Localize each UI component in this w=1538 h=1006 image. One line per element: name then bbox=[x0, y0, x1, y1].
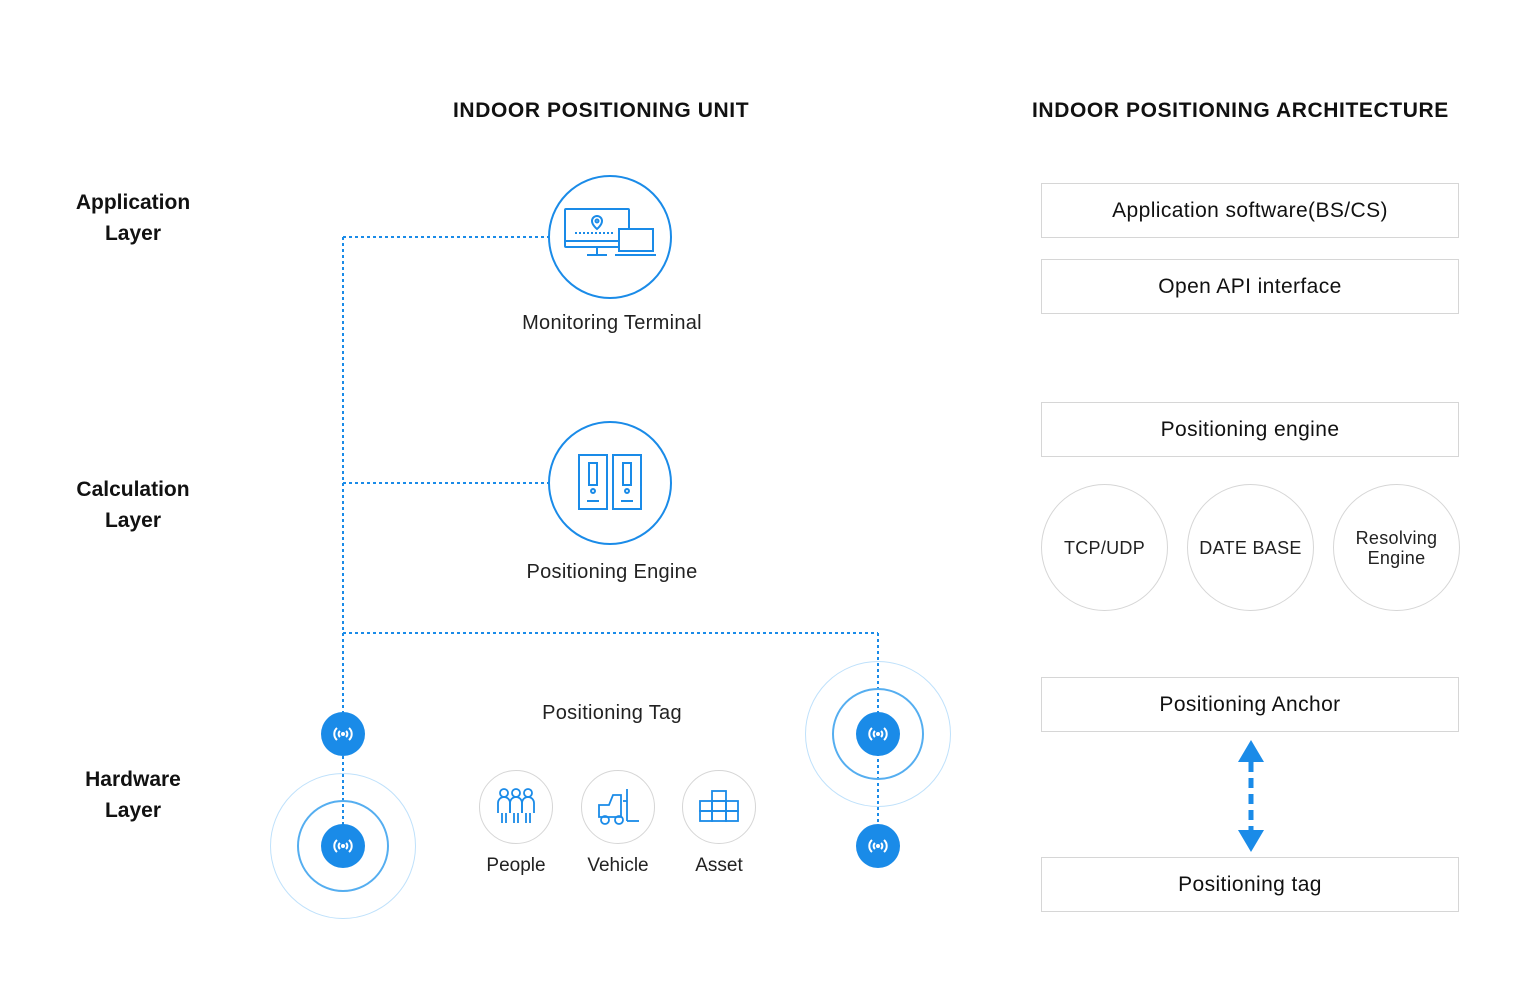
signal-ring-outer bbox=[270, 773, 416, 919]
monitoring-terminal-circle bbox=[548, 175, 672, 299]
application-layer-label-line2: Layer bbox=[104, 222, 162, 245]
arch-open-api-label: Open API interface bbox=[1158, 274, 1342, 298]
hardware-layer-label-line1: Hardware bbox=[85, 768, 181, 791]
arch-application-software-label: Application software(BS/CS) bbox=[1112, 198, 1388, 222]
forklift-icon bbox=[598, 789, 639, 825]
arch-positioning-engine: Positioning engine bbox=[1041, 402, 1459, 457]
positioning-tag-caption: Positioning Tag bbox=[542, 702, 682, 724]
signal-ring-inner bbox=[832, 688, 924, 780]
arch-positioning-engine-label: Positioning engine bbox=[1160, 417, 1340, 441]
people-icon bbox=[497, 788, 535, 823]
arch-application-software: Application software(BS/CS) bbox=[1041, 183, 1459, 238]
monitoring-terminal-caption: Monitoring Terminal bbox=[522, 312, 702, 334]
arch-resolving-engine-line1: Resolving bbox=[1355, 527, 1438, 548]
monitor-icon bbox=[564, 208, 656, 256]
arch-resolving-engine-circle: Resolving Engine bbox=[1333, 484, 1460, 611]
arch-database-circle: DATE BASE bbox=[1187, 484, 1314, 611]
bidirectional-arrow-icon bbox=[1238, 740, 1264, 852]
anchor-beacon-icon bbox=[321, 712, 365, 756]
arch-tcp-udp-label: TCP/UDP bbox=[1063, 537, 1146, 558]
arch-tcp-udp-circle: TCP/UDP bbox=[1041, 484, 1168, 611]
positioning-engine-circle bbox=[548, 421, 672, 545]
positioning-engine-caption: Positioning Engine bbox=[526, 561, 698, 583]
tag-asset-label: Asset bbox=[695, 855, 743, 876]
arch-resolving-engine-line2: Engine bbox=[1367, 547, 1426, 568]
tag-vehicle-label: Vehicle bbox=[587, 855, 649, 876]
signal-ring-inner bbox=[297, 800, 389, 892]
anchor-beacon-icon bbox=[321, 824, 365, 868]
tag-people-label: People bbox=[486, 855, 546, 876]
vehicle-circle bbox=[581, 770, 655, 844]
hardware-layer-label: Hardware Layer bbox=[33, 764, 233, 826]
server-icon bbox=[578, 454, 642, 510]
people-circle bbox=[479, 770, 553, 844]
arch-positioning-anchor: Positioning Anchor bbox=[1041, 677, 1459, 732]
arch-positioning-anchor-label: Positioning Anchor bbox=[1159, 692, 1341, 716]
anchor-beacon-icon bbox=[856, 824, 900, 868]
signal-ring-outer bbox=[805, 661, 951, 807]
boxes-icon bbox=[699, 790, 739, 822]
anchor-beacon-icon bbox=[856, 712, 900, 756]
arch-positioning-tag-label: Positioning tag bbox=[1178, 872, 1322, 896]
arch-open-api: Open API interface bbox=[1041, 259, 1459, 314]
hardware-layer-label-line2: Layer bbox=[104, 799, 162, 822]
calculation-layer-label-line2: Layer bbox=[104, 509, 162, 532]
architecture-heading: INDOOR POSITIONING ARCHITECTURE bbox=[1032, 99, 1449, 122]
arch-positioning-tag: Positioning tag bbox=[1041, 857, 1459, 912]
calculation-layer-label-line1: Calculation bbox=[76, 478, 190, 501]
unit-heading: INDOOR POSITIONING UNIT bbox=[453, 99, 750, 122]
calculation-layer-label: Calculation Layer bbox=[33, 474, 233, 536]
application-layer-label: Application Layer bbox=[33, 187, 233, 249]
arch-database-label: DATE BASE bbox=[1199, 537, 1302, 558]
asset-circle bbox=[682, 770, 756, 844]
application-layer-label-line1: Application bbox=[75, 191, 191, 214]
